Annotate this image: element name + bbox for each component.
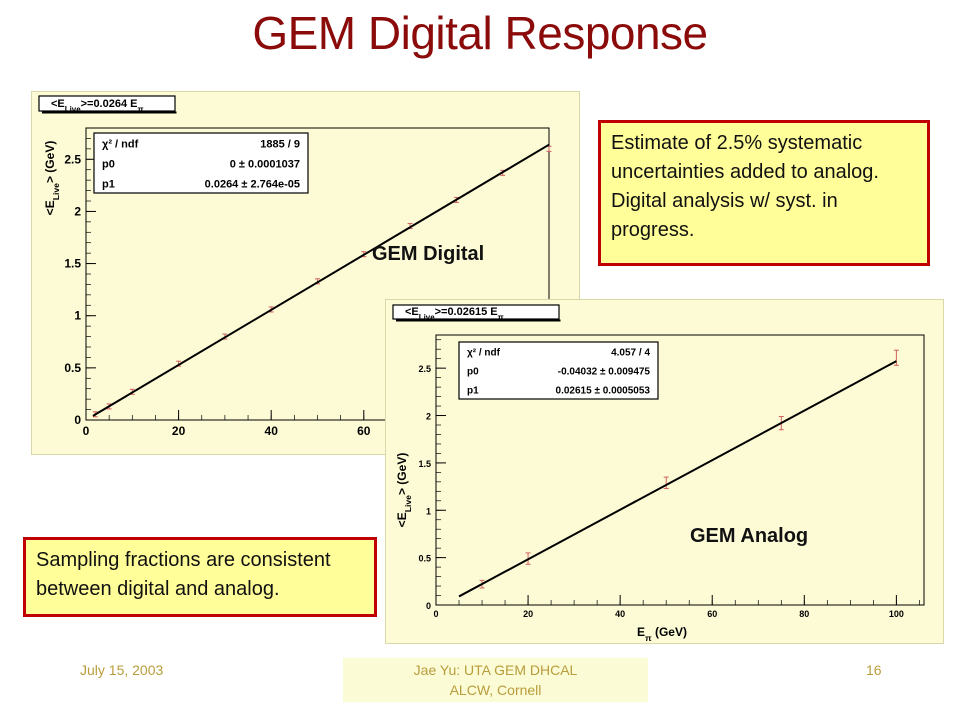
digital-ytick-label-5: 2.5 xyxy=(64,152,81,166)
systematics-note: Estimate of 2.5% systematic uncertaintie… xyxy=(598,120,930,266)
digital-xtick-label-0: 0 xyxy=(83,424,90,438)
digital-stats-value-1: 0 ± 0.0001037 xyxy=(230,158,300,170)
analog-ytick-label-2: 1 xyxy=(426,506,431,516)
analog-plot-svg: <ELive>=0.02615 Eπ 0 0.5 1 1.5 2 2.5 0 20 40 60 80 1… xyxy=(392,304,925,643)
analog-xtick-label-1: 20 xyxy=(523,609,533,619)
digital-ytick-label-1: 0.5 xyxy=(64,361,81,375)
digital-ylabel: <ELive> (GeV) xyxy=(43,141,61,216)
analog-xtick-label-0: 0 xyxy=(433,609,438,619)
analog-xtick-label-5: 100 xyxy=(889,609,904,619)
footer-presenter-line2: ALCW, Cornell xyxy=(449,682,542,698)
analog-plot-frame xyxy=(435,334,925,606)
digital-plot-panel: <ELive>=0.0264 Eπ 0 0.5 1 1.5 2 2.5 0 20 40 60 <ELi… xyxy=(31,91,580,455)
analog-ylabel: <ELive> (GeV) xyxy=(395,453,413,528)
digital-title-box: <ELive>=0.0264 Eπ xyxy=(38,95,177,114)
digital-title-box-frame xyxy=(38,95,176,112)
digital-stats-value-0: 1885 / 9 xyxy=(260,138,300,150)
analog-stats-label-1: p0 xyxy=(467,367,479,378)
analog-stats-value-1: -0.04032 ± 0.009475 xyxy=(558,367,651,378)
analog-xlabel: Eπ (GeV) xyxy=(637,625,687,643)
slide-title: GEM Digital Response xyxy=(252,7,708,59)
analog-title-box: <ELive>=0.02615 Eπ xyxy=(392,304,561,322)
digital-stats-label-1: p0 xyxy=(102,158,115,170)
digital-xtick-label-2: 40 xyxy=(265,424,279,438)
analog-data-point-2 xyxy=(663,476,669,489)
analog-title-text: <ELive>=0.02615 Eπ xyxy=(405,306,504,322)
analog-ytick-label-3: 1.5 xyxy=(418,459,431,469)
analog-stats-label-2: p1 xyxy=(467,386,479,397)
digital-ytick-label-4: 2 xyxy=(74,204,81,218)
gem-analog-label: GEM Analog xyxy=(690,525,809,547)
digital-fit-line xyxy=(92,143,550,417)
analog-ytick-label-1: 0.5 xyxy=(418,554,431,564)
page-number: 16 xyxy=(866,662,882,678)
digital-stats-box: χ² / ndf 1885 / 9 p0 0 ± 0.0001037 p1 0.0264 … xyxy=(93,132,309,194)
analog-data-point-4 xyxy=(893,349,899,366)
digital-stats-label-0: χ² / ndf xyxy=(102,138,139,150)
digital-title-text: <ELive>=0.0264 Eπ xyxy=(51,98,144,114)
digital-stats-label-2: p1 xyxy=(102,178,115,190)
digital-stats-frame xyxy=(93,132,309,194)
analog-stats-label-0: χ² / ndf xyxy=(467,348,501,359)
footer-date: July 15, 2003 xyxy=(80,662,164,678)
analog-ytick-label-4: 2 xyxy=(426,412,431,422)
analog-ytick-label-5: 2.5 xyxy=(418,364,431,374)
analog-xtick-label-2: 40 xyxy=(615,609,625,619)
analog-xtick-label-3: 60 xyxy=(707,609,717,619)
analog-fit-line xyxy=(458,360,897,598)
footer-presenter: Jae Yu: UTA GEM DHCAL ALCW, Cornell xyxy=(343,658,648,702)
analog-title-box-frame xyxy=(392,304,560,320)
digital-ytick-label-2: 1 xyxy=(74,309,81,323)
sampling-fraction-note: Sampling fractions are consistent betwee… xyxy=(23,537,377,617)
analog-ytick-label-0: 0 xyxy=(426,601,431,611)
analog-stats-value-0: 4.057 / 4 xyxy=(611,348,650,359)
analog-stats-value-2: 0.02615 ± 0.0005053 xyxy=(556,386,651,397)
analog-plot-panel: <ELive>=0.02615 Eπ 0 0.5 1 1.5 2 2.5 0 20 40 60 80 1… xyxy=(385,299,944,644)
digital-xtick-label-3: 60 xyxy=(357,424,371,438)
analog-stats-frame xyxy=(458,341,659,400)
digital-xtick-label-1: 20 xyxy=(172,424,186,438)
gem-digital-label: GEM Digital xyxy=(372,243,485,265)
analog-xtick-label-4: 80 xyxy=(799,609,809,619)
digital-stats-value-2: 0.0264 ± 2.764e-05 xyxy=(205,178,300,190)
digital-plot-svg: <ELive>=0.0264 Eπ 0 0.5 1 1.5 2 2.5 0 20 40 60 <ELi… xyxy=(38,95,552,438)
analog-stats-box: χ² / ndf 4.057 / 4 p0 -0.04032 ± 0.009475 p1… xyxy=(458,341,659,400)
digital-data-point-11 xyxy=(546,145,552,152)
digital-ytick-label-3: 1.5 xyxy=(64,257,81,271)
digital-ytick-label-0: 0 xyxy=(74,413,81,427)
footer-presenter-line1: Jae Yu: UTA GEM DHCAL xyxy=(413,662,578,678)
